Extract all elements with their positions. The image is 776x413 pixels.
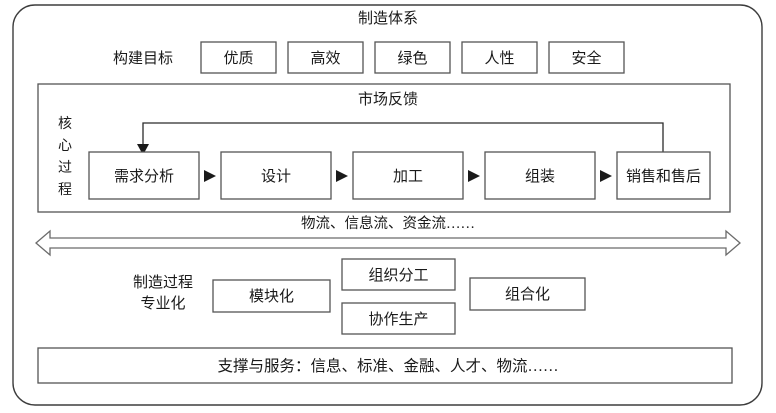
diagram-title: 制造体系 xyxy=(358,10,418,27)
market-feedback-loop xyxy=(137,122,664,155)
goal-label-2: 绿色 xyxy=(397,50,427,67)
process-arrow-3-4 xyxy=(600,170,612,182)
specialization-box-3[interactable] xyxy=(469,277,586,311)
specialization-label: 制造过程 专业化 xyxy=(133,274,193,312)
core-process-side-char-1: 心 xyxy=(58,138,72,154)
specialization-box-2[interactable] xyxy=(341,302,456,335)
specialization-box-0[interactable] xyxy=(212,279,331,313)
goal-label-0: 优质 xyxy=(223,50,253,67)
process-step-2[interactable]: 加工 xyxy=(352,151,464,200)
process-label-3: 组装 xyxy=(525,168,555,185)
bidirectional-flow-arrow xyxy=(35,229,741,257)
feedback-arrowhead xyxy=(137,144,149,155)
flows-label: 物流、信息流、资金流…… xyxy=(301,215,475,232)
process-step-0[interactable]: 需求分析 xyxy=(88,151,200,200)
goal-label-1: 高效 xyxy=(310,50,340,67)
process-box-2[interactable] xyxy=(352,151,464,200)
core-process-side-char-2: 过 xyxy=(58,160,72,176)
goal-label-4: 安全 xyxy=(571,49,601,67)
specialization-label-line1: 制造过程 xyxy=(133,274,193,291)
goal-box-4[interactable] xyxy=(548,41,625,74)
goal-box-3[interactable] xyxy=(461,41,538,74)
process-step-3[interactable]: 组装 xyxy=(484,151,596,200)
specialization-box-1[interactable] xyxy=(341,258,456,291)
core-process-side-char-3: 程 xyxy=(58,182,72,198)
specialization-label-line2: 专业化 xyxy=(140,295,185,312)
goal-item-2[interactable]: 绿色 xyxy=(374,41,451,74)
goal-box-2[interactable] xyxy=(374,41,451,74)
process-arrow-1-2 xyxy=(336,170,348,182)
process-box-3[interactable] xyxy=(484,151,596,200)
process-step-4[interactable]: 销售和售后 xyxy=(616,151,711,200)
goal-label-3: 人性 xyxy=(484,50,514,67)
core-process-panel xyxy=(37,83,731,213)
feedback-path xyxy=(142,122,664,152)
process-label-2: 加工 xyxy=(393,168,423,185)
process-step-1[interactable]: 设计 xyxy=(220,151,332,200)
support-services-bar xyxy=(37,347,733,384)
goal-item-0[interactable]: 优质 xyxy=(200,41,277,74)
goal-box-0[interactable] xyxy=(200,41,277,74)
core-process-side-label: 核 心 过 程 xyxy=(58,116,72,198)
core-process-side-char-0: 核 xyxy=(58,116,72,132)
core-process-header: 市场反馈 xyxy=(358,91,418,108)
process-box-4[interactable] xyxy=(616,151,711,200)
process-label-4: 销售和售后 xyxy=(626,168,701,185)
specialization-item-2[interactable]: 协作生产 xyxy=(341,302,456,335)
specialization-item-0[interactable]: 模块化 xyxy=(212,279,331,313)
goals-row-label: 构建目标 xyxy=(113,50,173,67)
goal-item-4[interactable]: 安全 xyxy=(548,41,625,74)
process-box-1[interactable] xyxy=(220,151,332,200)
process-box-0[interactable] xyxy=(88,151,200,200)
goal-item-3[interactable]: 人性 xyxy=(461,41,538,74)
specialization-label-3: 组合化 xyxy=(505,286,550,303)
specialization-item-1[interactable]: 组织分工 xyxy=(341,258,456,291)
specialization-label-2: 协作生产 xyxy=(368,311,428,328)
process-label-0: 需求分析 xyxy=(114,168,174,185)
process-arrow-0-1 xyxy=(204,170,216,182)
process-label-1: 设计 xyxy=(261,168,291,185)
specialization-label-0: 模块化 xyxy=(249,288,294,305)
process-arrow-2-3 xyxy=(468,170,480,182)
specialization-label-1: 组织分工 xyxy=(368,267,428,284)
specialization-item-3[interactable]: 组合化 xyxy=(469,277,586,311)
goal-box-1[interactable] xyxy=(287,41,364,74)
support-services-label: 支撑与服务：信息、标准、金融、人才、物流…… xyxy=(217,357,558,375)
goal-item-1[interactable]: 高效 xyxy=(287,41,364,74)
